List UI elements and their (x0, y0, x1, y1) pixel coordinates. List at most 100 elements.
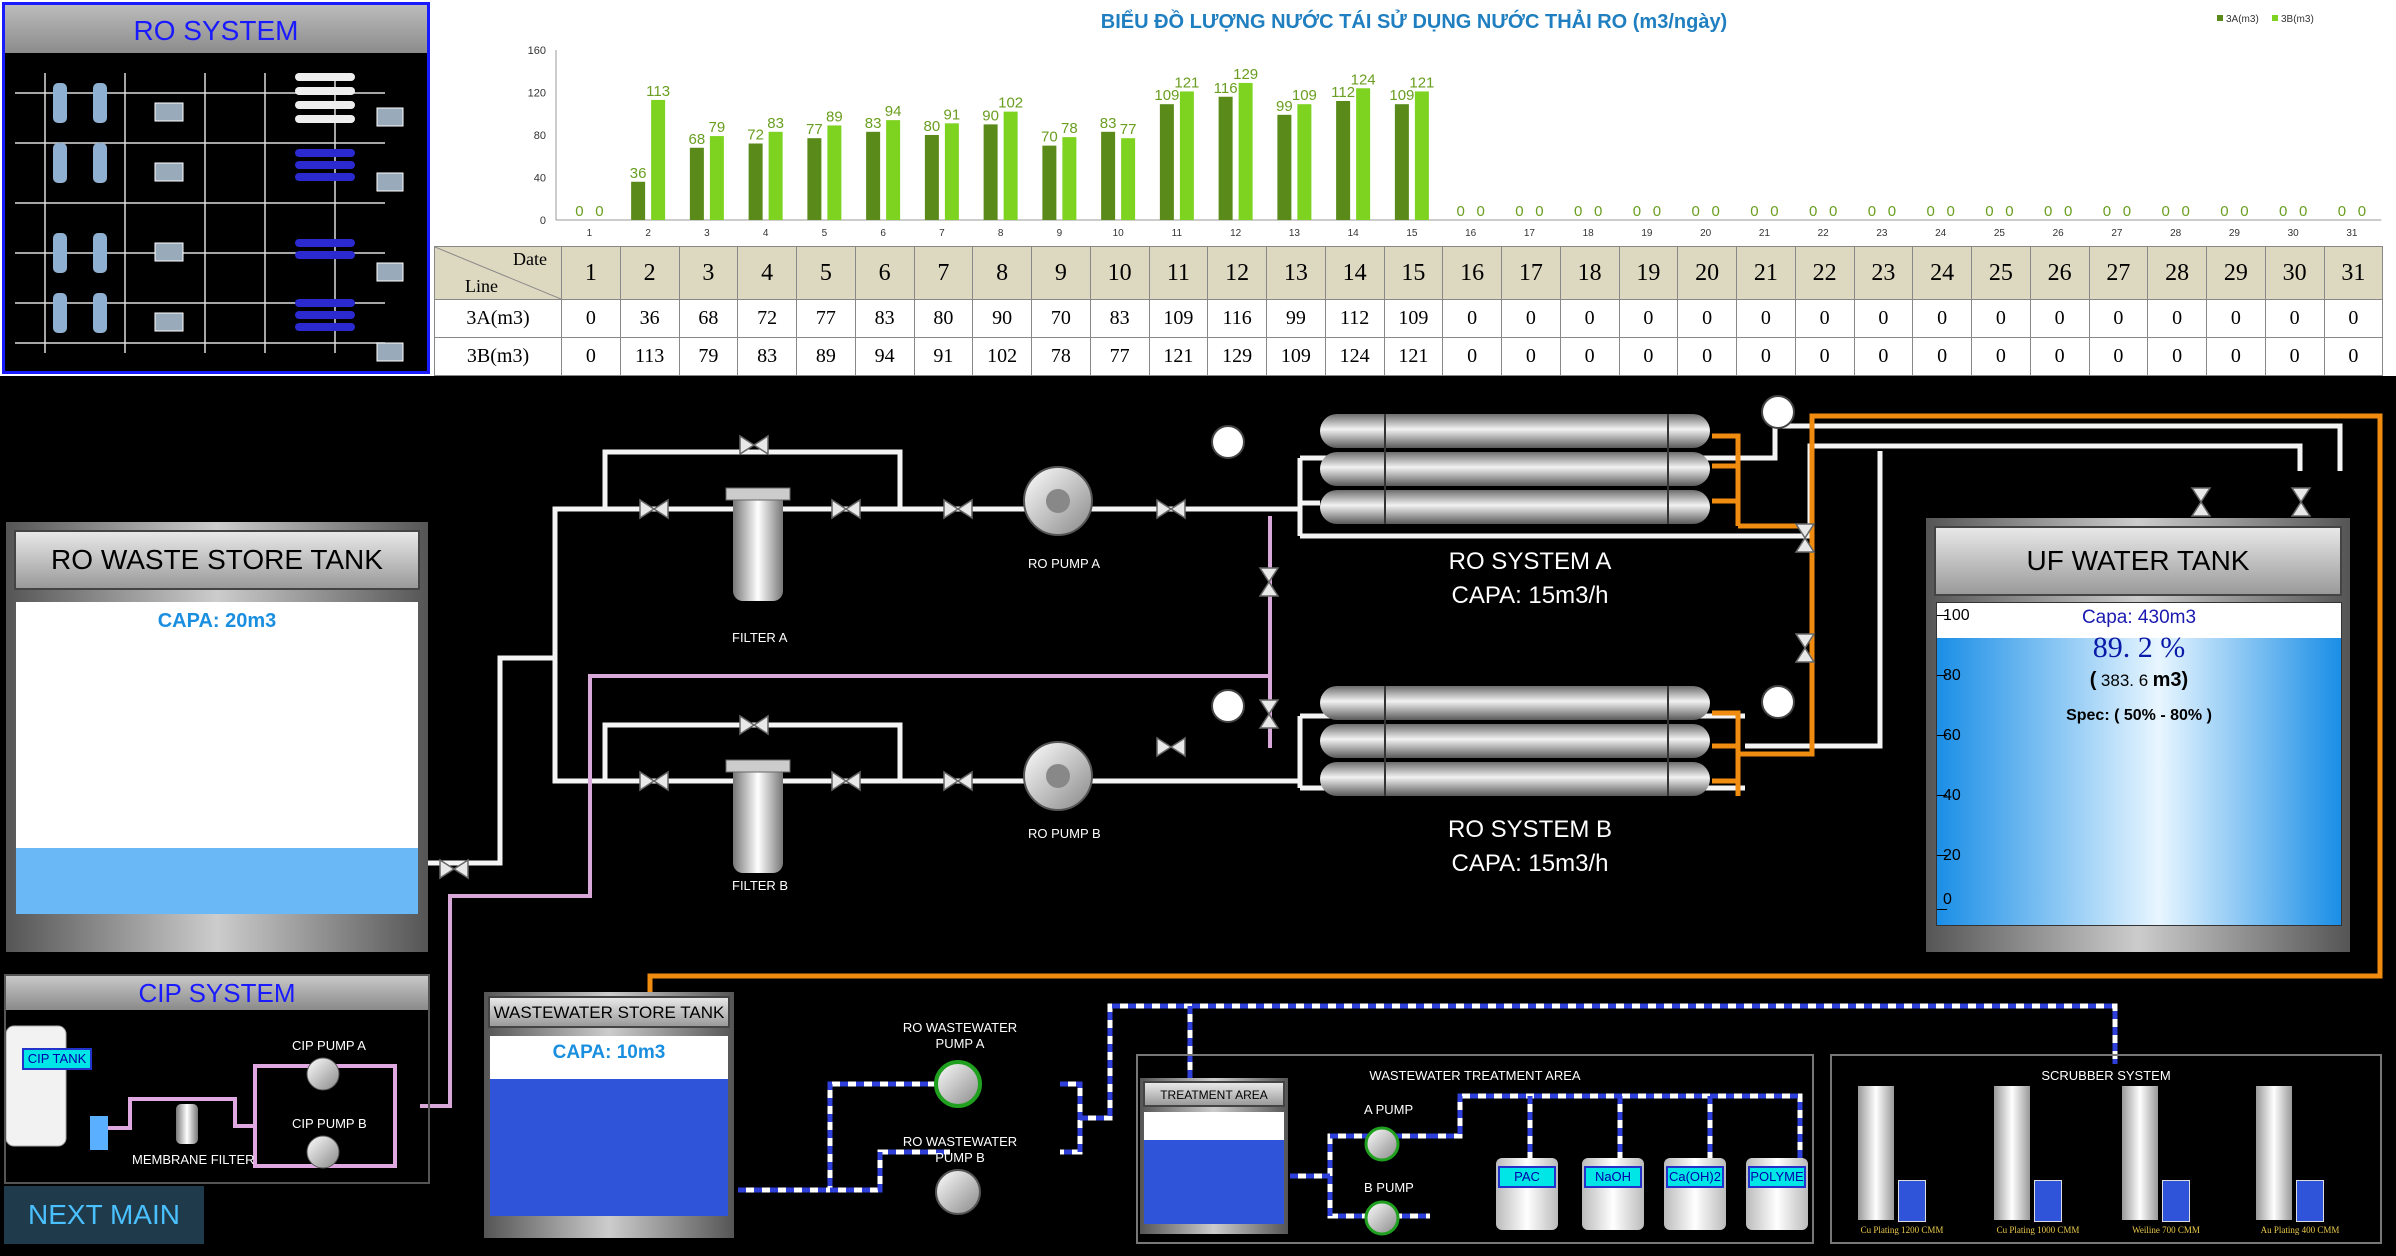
bar-chart: BIỂU ĐỒ LƯỢNG NƯỚC TÁI SỬ DỤNG NƯỚC THẢI… (528, 9, 2382, 239)
bar-3b (1003, 111, 1018, 220)
cip-system-title: CIP SYSTEM (6, 976, 428, 1010)
data-label-3b: 78 (1061, 120, 1078, 137)
x-tick-label: 1 (587, 228, 593, 239)
x-tick-label: 24 (1935, 228, 1947, 239)
uf-scale-tick-label: 40 (1943, 787, 1961, 804)
x-tick-label: 9 (1057, 228, 1063, 239)
table-header-cell: 4 (737, 246, 797, 300)
table-cell: 113 (619, 337, 680, 376)
table-cell: 121 (1383, 337, 1444, 376)
table-cell: 124 (1324, 337, 1385, 376)
chemical-label: NaOH (1584, 1166, 1642, 1188)
table-header-cell: 3 (678, 246, 739, 300)
data-label-3b: 79 (709, 119, 726, 136)
data-label-3a: 0 (1515, 203, 1523, 220)
valves (439, 434, 2312, 880)
ro-wastewater-pumps (934, 1060, 982, 1215)
table-cell: 112 (1324, 299, 1385, 338)
table-header-cell: 14 (1324, 246, 1385, 300)
table-header-cell: 12 (1207, 246, 1267, 300)
chart-legend: 3A(m3) 3B(m3) (2217, 14, 2314, 25)
x-tick-label: 2 (645, 228, 651, 239)
ro-system-a-name: RO SYSTEM A (1448, 548, 1612, 575)
table-cell: 0 (1442, 299, 1502, 338)
table-header-cell: 10 (1089, 246, 1150, 300)
table-cell: 0 (2147, 337, 2207, 376)
x-tick-label: 31 (2346, 228, 2358, 239)
x-tick-label: 30 (2288, 228, 2300, 239)
uf-tank-capa: Capa: 430m3 (2081, 607, 2197, 628)
x-tick-label: 8 (998, 228, 1004, 239)
table-cell: 0 (2088, 299, 2149, 338)
treatment-tank-level-fill (1144, 1140, 1284, 1224)
data-label-3a: 0 (2044, 203, 2052, 220)
table-cell: 0 (1559, 337, 1620, 376)
next-main-button[interactable]: NEXT MAIN (4, 1186, 204, 1244)
y-tick-label: 0 (540, 215, 546, 227)
data-label-3a: 0 (1985, 203, 1993, 220)
treatment-tank-window (1144, 1112, 1284, 1224)
uf-scale-tick (1937, 855, 1947, 856)
table-cell: 129 (1207, 337, 1267, 376)
table-header-cell: 2 (619, 246, 680, 300)
data-label-3a: 0 (1809, 203, 1817, 220)
table-cell: 0 (1501, 299, 1561, 338)
data-label-3b: 0 (2240, 203, 2248, 220)
table-cell: 83 (1089, 299, 1150, 338)
legend-label-3a: 3A(m3) (2226, 14, 2259, 25)
table-header-cell: 29 (2206, 246, 2266, 300)
table-cell: 0 (1559, 299, 1620, 338)
bar-3a (983, 124, 998, 220)
scrubber-tower (2256, 1086, 2292, 1220)
bar-3a (1101, 131, 1116, 220)
y-tick-label: 120 (528, 88, 546, 100)
x-tick-label: 5 (822, 228, 828, 239)
legend-swatch-3b (2272, 15, 2278, 21)
table-header-cell: 31 (2323, 246, 2384, 300)
bar-3b (709, 136, 724, 220)
ro-system-thumbnail-title: RO SYSTEM (5, 5, 427, 53)
ro-system-b-capa: CAPA: 15m3/h (1451, 850, 1609, 877)
data-label-3b: 0 (2123, 203, 2131, 220)
bar-3a (1159, 104, 1174, 220)
data-label-3b: 0 (1476, 203, 1484, 220)
uf-scale-tick-label: 60 (1943, 727, 1961, 744)
ro-system-thumbnail[interactable]: RO SYSTEM (2, 2, 430, 374)
y-tick-label: 80 (534, 130, 546, 142)
scrubber-tower (1858, 1086, 1894, 1220)
data-label-3b: 0 (1711, 203, 1719, 220)
uf-tank-volume-open: ( (2089, 669, 2097, 691)
table-cell: 0 (2206, 299, 2266, 338)
data-label-3a: 77 (806, 121, 823, 138)
top-panel: RO SYSTEM (0, 0, 2396, 376)
row-label-3a: 3A(m3) (434, 299, 562, 338)
wastewater-tank-window: CAPA: 10m3 (490, 1036, 728, 1216)
ro-pump-a-label: RO PUMP A (1028, 556, 1101, 571)
bar-3b (886, 120, 901, 220)
table-cell: 0 (2264, 337, 2325, 376)
bar-3b (1121, 138, 1136, 220)
scrubber-unit-label: Au Plating 400 CMM (2260, 1225, 2340, 1235)
table-cell: 0 (2029, 299, 2090, 338)
table-header-cell: 17 (1501, 246, 1561, 300)
table-cell: 83 (737, 337, 797, 376)
data-label-3a: 0 (1574, 203, 1582, 220)
data-label-3b: 0 (1946, 203, 1954, 220)
ro-ww-pump-a-line1: RO WASTEWATER (902, 1020, 1018, 1035)
table-cell: 0 (561, 299, 621, 338)
table-cell: 0 (1853, 337, 1914, 376)
scrubber-unit-label: Weiline 700 CMM (2132, 1225, 2200, 1235)
data-label-3a: 83 (865, 115, 882, 132)
data-label-3a: 109 (1154, 87, 1179, 104)
table-cell: 0 (1912, 299, 1972, 338)
table-header-cell: 24 (1912, 246, 1972, 300)
ro-vessels-a (1320, 414, 1710, 524)
table-cell: 68 (678, 299, 739, 338)
ro-pump-a-icon (1023, 466, 1093, 536)
x-tick-label: 27 (2111, 228, 2123, 239)
data-label-3b: 0 (1888, 203, 1896, 220)
bar-3a (1394, 104, 1409, 220)
x-tick-label: 6 (880, 228, 886, 239)
